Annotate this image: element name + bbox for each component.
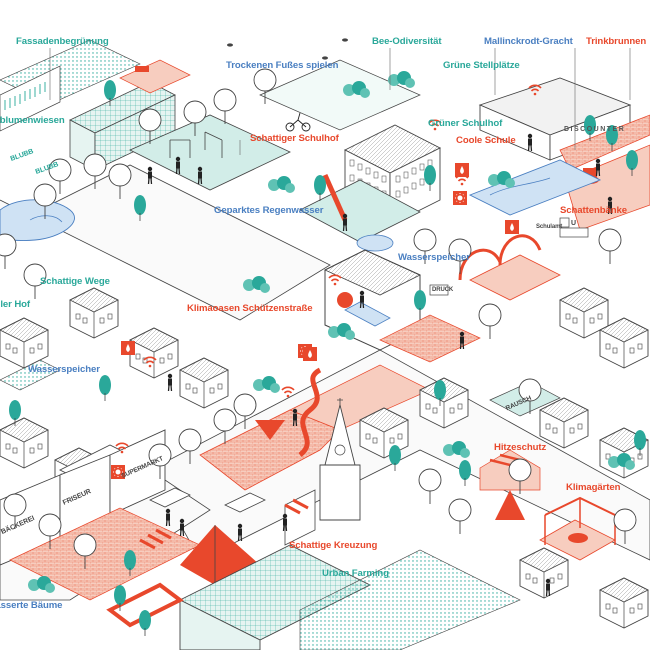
leader-lines bbox=[49, 48, 631, 155]
church-tower bbox=[284, 398, 361, 546]
label-wasserspeicher-left: Wasserspeicher bbox=[28, 364, 100, 375]
label-gruener-schulhof: Grüner Schulhof bbox=[428, 118, 503, 129]
label-schattige-wege: Schattige Wege bbox=[40, 276, 110, 287]
u-bahn-sign: U bbox=[571, 220, 576, 227]
label-gruene-stellplaetze: Grüne Stellplätze bbox=[443, 60, 520, 71]
label-trinkbrunnen: Trinkbrunnen bbox=[586, 36, 647, 47]
label-wasserspeicher-top: Wasserspeicher bbox=[398, 252, 470, 263]
label-kuehler-hof: Kühler Hof bbox=[0, 299, 31, 310]
label-schattenbaenke: Schattenbänke bbox=[560, 205, 627, 216]
label-fassadenbegruenung: Fassadenbegrünung bbox=[16, 36, 109, 47]
label-bewaesserte-baeume: Bewässerte Bäume bbox=[0, 600, 63, 611]
label-schattige-kreuzung: Schattige Kreuzung bbox=[289, 540, 378, 551]
label-coole-schule: Coole Schule bbox=[456, 135, 516, 146]
druck-sign: DRUCK bbox=[432, 287, 454, 293]
pond bbox=[0, 199, 75, 241]
schulamt-sign: Schulamt bbox=[536, 224, 563, 230]
top-park bbox=[119, 59, 421, 131]
label-geparktes-regenwasser: Geparktes Regenwasser bbox=[214, 205, 324, 216]
water-storage-center bbox=[324, 249, 481, 363]
label-bee-odiversitaet: Bee-Odiversität bbox=[372, 36, 442, 47]
cyclist bbox=[285, 112, 311, 132]
playground-area bbox=[129, 114, 291, 191]
label-wildblumenwiesen: Wildblumenwiesen bbox=[0, 115, 65, 126]
canal bbox=[468, 159, 602, 216]
bees bbox=[227, 38, 348, 60]
urban-farming-greenhouse bbox=[106, 544, 521, 650]
school-building bbox=[299, 124, 469, 252]
label-schattiger-schulhof: Schattiger Schulhof bbox=[250, 133, 339, 144]
label-mallinckrodt-gracht: Mallinckrodt-Gracht bbox=[484, 36, 573, 47]
label-hitzeschutz: Hitzeschutz bbox=[494, 442, 547, 453]
label-trockenen-fusses-spielen: Trockenen Fußes spielen bbox=[226, 60, 339, 71]
label-klimaoasen-schuetzenstrasse: Klimaoasen Schützenstraße bbox=[187, 303, 313, 314]
label-urban-farming: Urban Farming bbox=[322, 568, 389, 579]
shade-benches bbox=[458, 217, 589, 301]
klimaoase-street bbox=[199, 343, 431, 491]
label-klimagaerten: Klimagärten bbox=[566, 482, 621, 493]
discounter-sign: DISCOUNTER bbox=[564, 126, 626, 133]
